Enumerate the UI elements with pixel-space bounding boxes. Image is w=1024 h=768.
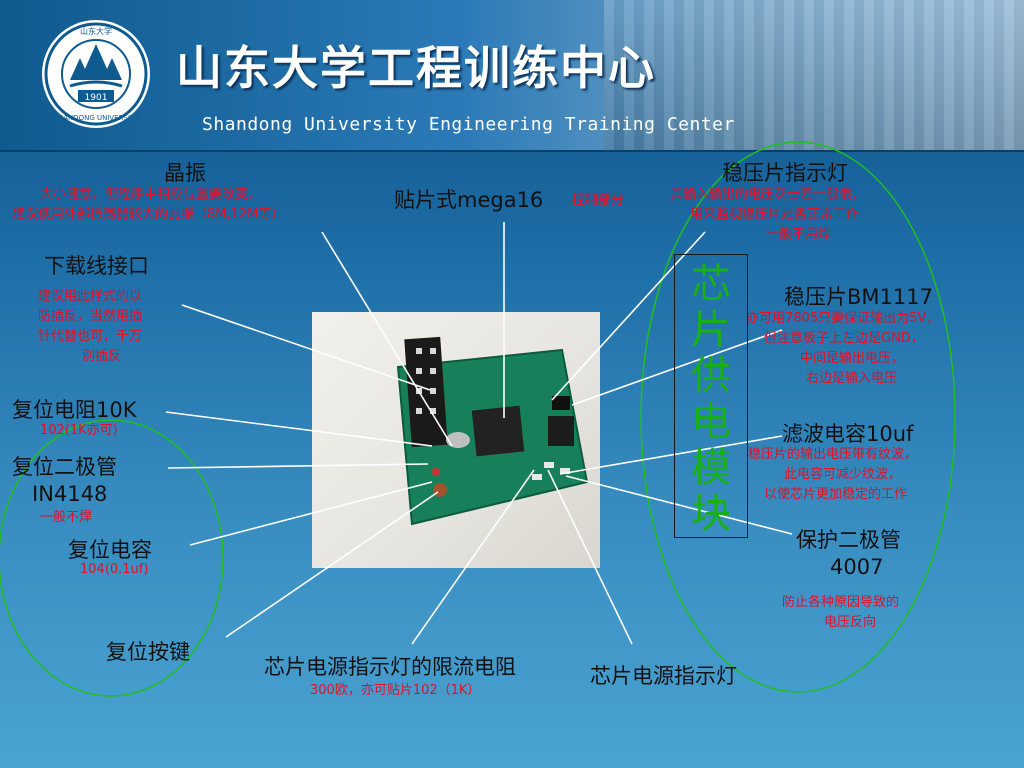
label-reset-capacitor: 复位电容 bbox=[68, 538, 152, 562]
svg-text:1901: 1901 bbox=[85, 93, 108, 103]
note-led-resistor: 300欧，亦可贴片102（1K） bbox=[310, 683, 481, 698]
note-regulator-2: 但注意板子上左边是GND， bbox=[764, 331, 924, 346]
label-power-led: 芯片电源指示灯 bbox=[590, 664, 737, 688]
note-regulator-3: 中间是输出电压， bbox=[800, 351, 905, 366]
power-module-ellipse bbox=[640, 141, 956, 693]
note-regulator-led-2: 用来监视稳压片是否正常工作 bbox=[690, 207, 860, 222]
note-download-4: 别插反 bbox=[82, 349, 122, 364]
pcb-photo bbox=[312, 312, 600, 568]
label-filter-capacitor: 滤波电容10uf bbox=[782, 422, 914, 446]
note-download-2: 防插反，当然用插 bbox=[38, 309, 143, 324]
note-reset-capacitor: 104(0.1uf) bbox=[80, 562, 149, 577]
label-protection-diode: 保护二极管 bbox=[796, 528, 901, 552]
label-reset-diode-model: IN4148 bbox=[32, 482, 108, 506]
label-led-resistor: 芯片电源指示灯的限流电阻 bbox=[264, 655, 516, 679]
shandong-university-logo-icon: 1901 SHANDONG UNIVERSITY 山东大学 bbox=[42, 20, 150, 128]
label-regulator-led: 稳压片指示灯 bbox=[722, 161, 848, 185]
page-title: 山东大学工程训练中心 bbox=[176, 41, 656, 95]
note-regulator-led-1: 其输入输出的电压灰击差一般很， bbox=[670, 187, 866, 202]
note-reset-resistor: 102(1K亦可) bbox=[40, 423, 118, 438]
svg-text:SHANDONG UNIVERSITY: SHANDONG UNIVERSITY bbox=[53, 114, 139, 122]
campus-photo-background bbox=[604, 0, 1024, 150]
note-crystal-1: 大小随意，但程序中相应位置要改变， bbox=[40, 187, 262, 202]
note-filter-capacitor-3: 以使芯片更加稳定的工作 bbox=[764, 487, 908, 502]
label-reset-diode: 复位二极管 bbox=[12, 455, 117, 479]
page-subtitle: Shandong University Engineering Training… bbox=[202, 114, 735, 135]
note-filter-capacitor-2: 此电容可减少纹波， bbox=[784, 467, 902, 482]
pointer-lines bbox=[165, 222, 793, 645]
note-regulator-4: 右边是输入电压 bbox=[806, 371, 898, 386]
label-download-port: 下载线接口 bbox=[44, 254, 149, 278]
label-mega16: 贴片式mega16 bbox=[394, 188, 544, 212]
svg-text:山东大学: 山东大学 bbox=[80, 26, 112, 36]
note-download-1: 建议用此样式的以 bbox=[38, 289, 143, 304]
label-regulator: 稳压片BM1117 bbox=[784, 285, 933, 309]
label-crystal: 晶振 bbox=[164, 161, 206, 185]
header-banner: 1901 SHANDONG UNIVERSITY 山东大学 山东大学工程训练中心… bbox=[0, 0, 1024, 152]
note-reset-diode: 一般不焊 bbox=[40, 510, 93, 525]
reset-circuit-ellipse bbox=[0, 419, 224, 697]
note-regulator-led-3: 一般不用焊 bbox=[766, 227, 832, 242]
label-reset-button: 复位按键 bbox=[106, 640, 190, 664]
note-mega16: 控制部分 bbox=[572, 193, 625, 208]
note-crystal-2: 建议使用外部振荡器较大的晶振（8M,12M等） bbox=[12, 207, 285, 222]
note-regulator-1: 亦可用7805只要保证输出为5V， bbox=[746, 311, 940, 326]
note-filter-capacitor-1: 稳压片的输出电压带有纹波， bbox=[748, 447, 918, 462]
pcb-board-illustration bbox=[396, 336, 589, 526]
label-reset-resistor: 复位电阻10K bbox=[12, 398, 137, 422]
note-download-3: 针代替也可，千万 bbox=[38, 329, 143, 344]
note-protection-diode-2: 电压反向 bbox=[824, 615, 877, 630]
power-module-label: 芯片供电模块 bbox=[674, 254, 748, 538]
note-protection-diode-1: 防止各种原因导致的 bbox=[782, 595, 900, 610]
label-protection-diode-model: 4007 bbox=[830, 555, 884, 579]
